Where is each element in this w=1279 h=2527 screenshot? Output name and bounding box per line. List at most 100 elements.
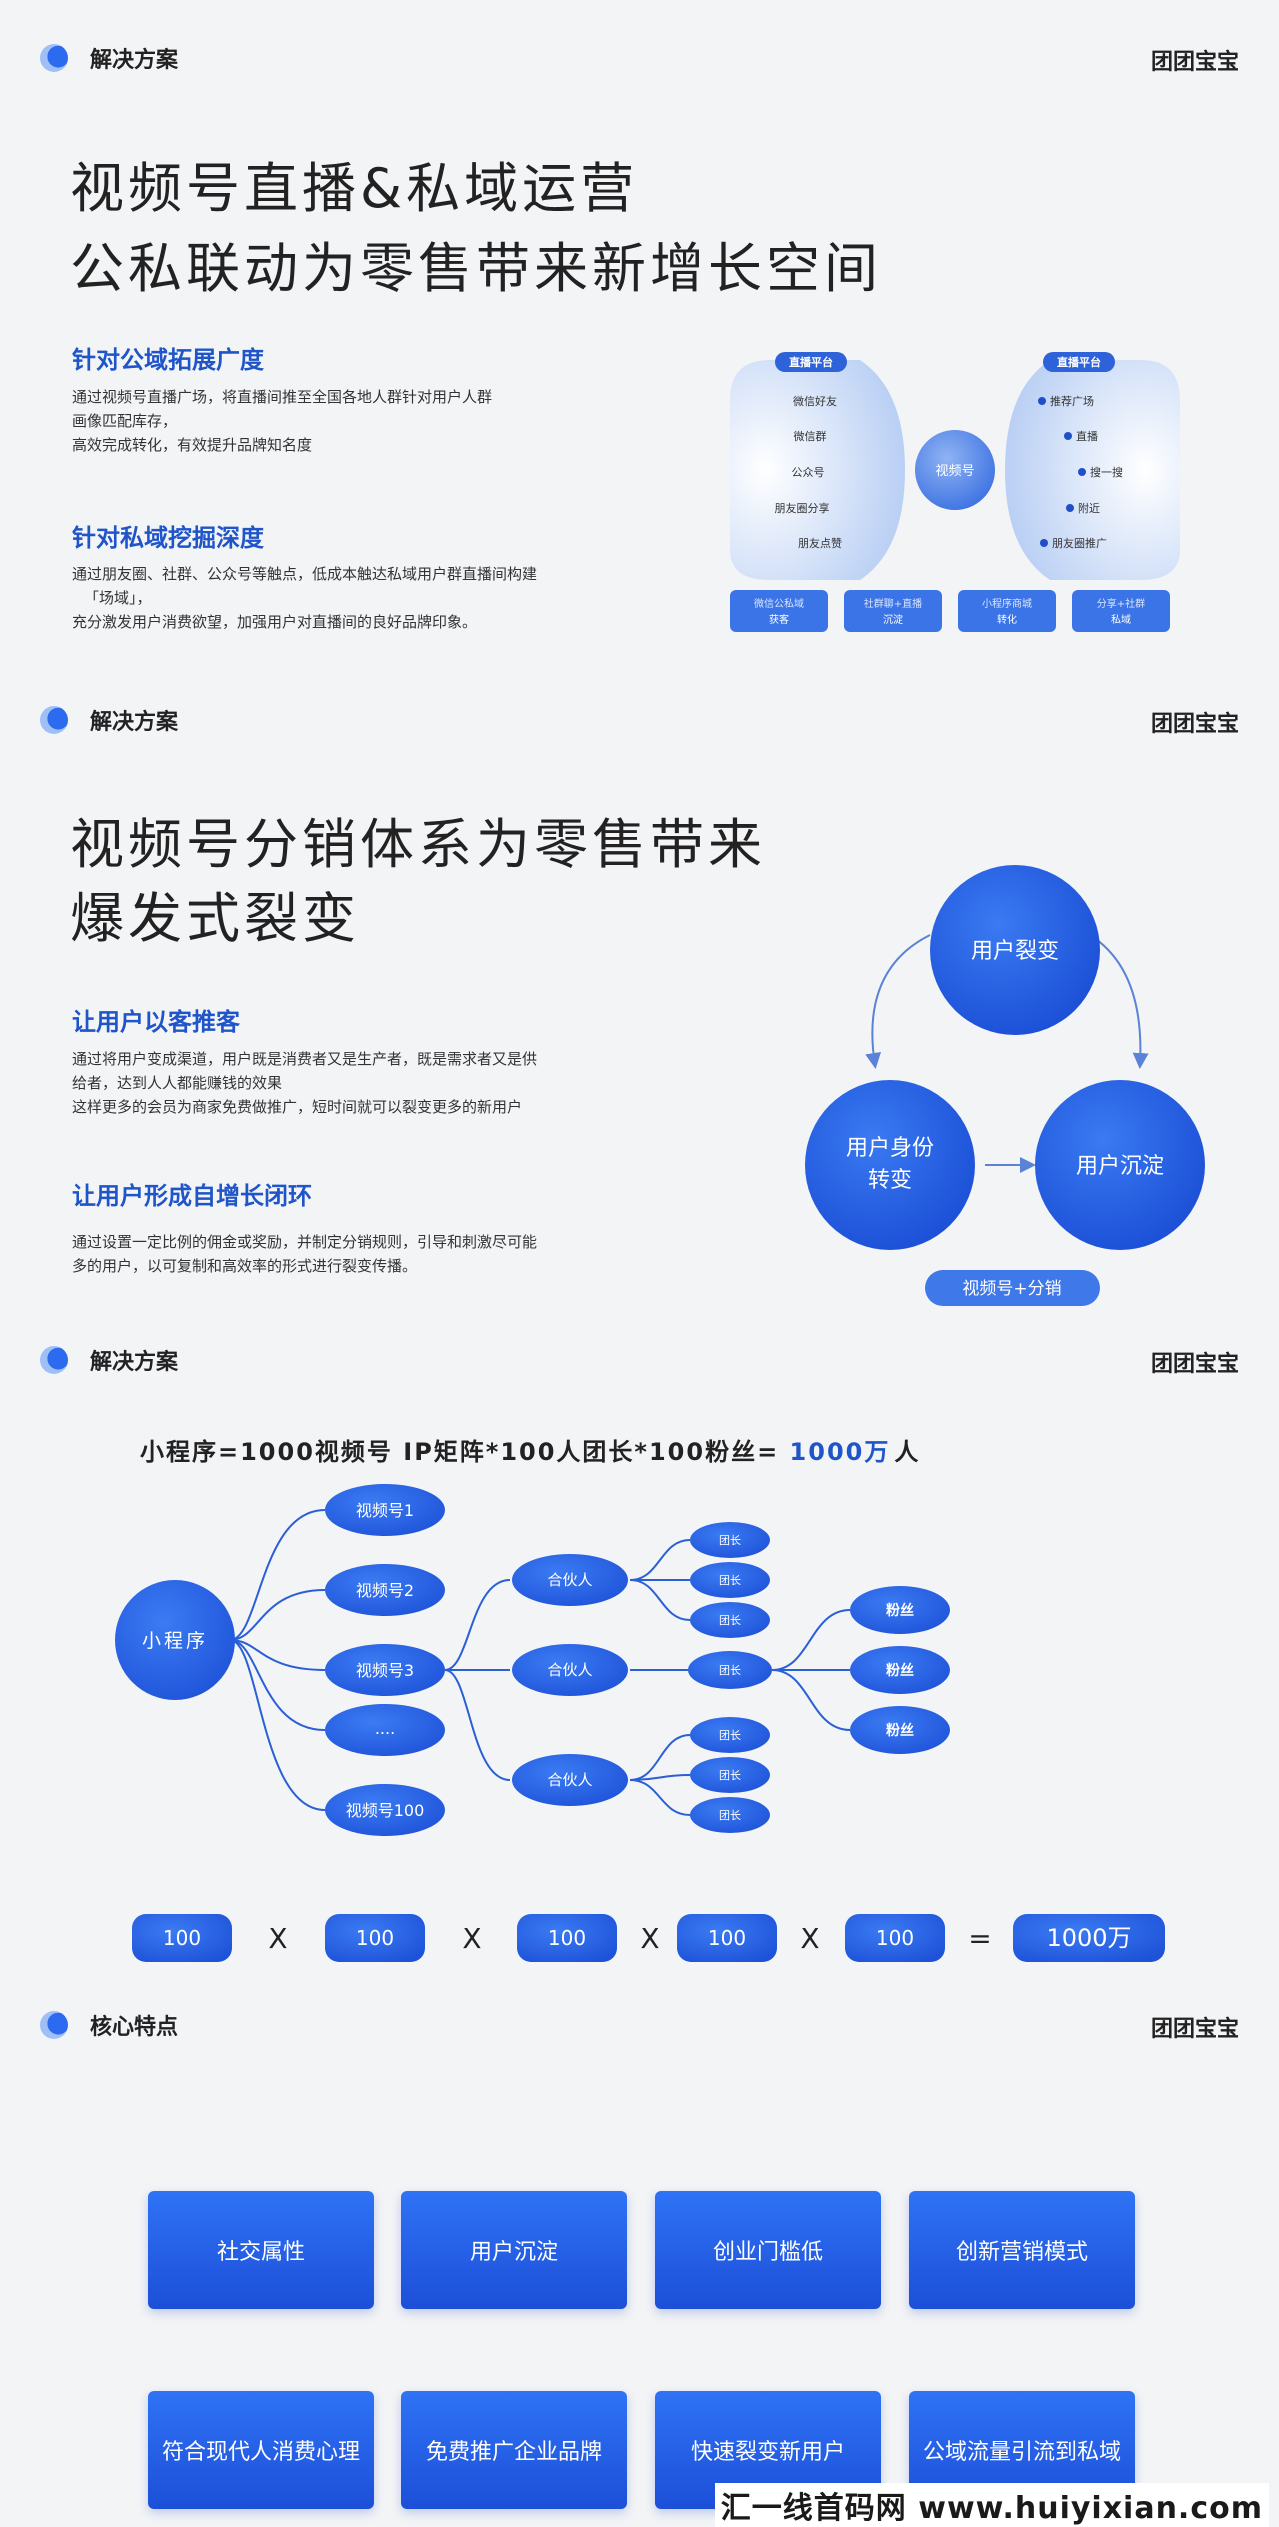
paragraph-line: 通过将用户变成渠道，用户既是消费者又是生产者，既是需求者又是供 [72,1050,538,1068]
times-sign: X [800,1922,819,1955]
svg-text:团长: 团长 [719,1664,741,1677]
svg-text:微信公私域: 微信公私域 [754,597,804,610]
equation-value: 100 [325,1914,425,1962]
svg-text:私域: 私域 [1111,613,1131,626]
paragraph-loop: 通过设置一定比例的佣金或奖励，并制定分销规则，引导和刺激尽可能 多的用户，以可复… [72,1230,537,1278]
right-tag-label: 直播平台 [1057,355,1101,369]
svg-text:社群聊+直播: 社群聊+直播 [864,597,922,610]
equation-value: 100 [677,1914,777,1962]
partner-node: 合伙人 [512,1554,628,1606]
pill-badge-label: 视频号+分销 [962,1279,1061,1299]
left-tag-label: 直播平台 [789,355,833,369]
bottom-box: 微信公私域 获客 [730,590,828,632]
section-matrix: 解决方案 团团宝宝 小程序=1000视频号 IP矩阵*100人团长*100粉丝=… [0,1340,1279,2000]
paragraph-line: 通过视频号直播广场，将直播间推至全国各地人群针对用户人群 [72,388,493,406]
section-core-features: 核心特点 团团宝宝 社交属性 用户沉淀 创业门槛低 创新营销模式 符合现代人消费… [0,2005,1279,2527]
headline-line-2: 爆发式裂变 [70,887,360,950]
center-node-label: 视频号 [935,464,974,479]
paragraph-line: 「场域」， [84,589,152,607]
brand-name: 团团宝宝 [1150,1352,1239,1377]
paragraph-line: 画像匹配库存， [72,412,178,430]
bullet-dot-icon [40,1346,68,1374]
svg-text:粉丝: 粉丝 [886,1722,914,1739]
left-item: 朋友圈分享 [775,501,830,515]
leader-node: 团长 [690,1562,770,1598]
paragraph-line: 通过设置一定比例的佣金或奖励，并制定分销规则，引导和刺激尽可能 [72,1233,538,1251]
feature-card: 符合现代人消费心理 [148,2391,374,2509]
svg-text:100: 100 [548,1926,586,1950]
left-item: 微信群 [794,429,827,443]
bottom-box: 分享+社群 私域 [1072,590,1170,632]
paragraph-line: 多的用户，以可复制和高效率的形式进行裂变传播。 [72,1257,418,1275]
svg-text:100: 100 [708,1926,746,1950]
right-lobe [1005,360,1180,580]
svg-text:合伙人: 合伙人 [547,1771,592,1789]
svg-text:....: .... [375,1719,395,1738]
brand-name: 团团宝宝 [1150,2017,1239,2042]
formula: 小程序=1000视频号 IP矩阵*100人团长*100粉丝= 1000万人 [140,1432,920,1467]
svg-text:粉丝: 粉丝 [886,1662,914,1679]
root-node-label: 小程序 [142,1630,208,1652]
leader-node: 团长 [690,1602,770,1638]
feature-card: 用户沉淀 [401,2191,627,2309]
svg-text:团长: 团长 [719,1729,741,1742]
svg-text:团长: 团长 [719,1769,741,1782]
section-header-title: 解决方案 [90,710,179,735]
node-retention-label: 用户沉淀 [1076,1154,1164,1179]
svg-text:粉丝: 粉丝 [886,1602,914,1619]
paragraph-public: 通过视频号直播广场，将直播间推至全国各地人群针对用户人群 画像匹配库存， 高效完… [72,385,492,457]
svg-text:分享+社群: 分享+社群 [1097,597,1145,610]
right-item: 搜一搜 [1090,465,1123,479]
equals-sign: = [968,1922,991,1955]
section-header: 核心特点 [40,2005,178,2045]
svg-text:转化: 转化 [997,613,1017,626]
svg-text:视频号1: 视频号1 [356,1501,414,1520]
right-tag [1043,352,1115,372]
times-sign: X [462,1922,481,1955]
node-identity [805,1080,975,1250]
svg-text:团长: 团长 [719,1534,741,1547]
paragraph-line: 高效完成转化，有效提升品牌知名度 [72,436,313,454]
node-identity-label: 转变 [868,1168,912,1193]
node-identity-label: 用户身份 [846,1136,934,1161]
paragraph-line: 通过朋友圈、社群、公众号等触点，低成本触达私域用户群直播间构建 [72,565,538,583]
fission-cycle-diagram: 用户裂变 用户身份 转变 用户沉淀 视频号+分销 [805,865,1205,1306]
left-item: 朋友点赞 [798,536,842,550]
headline-line-1: 视频号直播&私域运营 [70,157,639,220]
formula-suffix: 人 [894,1438,921,1466]
paragraph-referral: 通过将用户变成渠道，用户既是消费者又是生产者，既是需求者又是供 给者，达到人人都… [72,1047,537,1119]
node-fission-label: 用户裂变 [971,939,1059,964]
live-platform-diagram: 视频号 直播平台 直播平台 微信好友 微信群 公众号 朋友圈分享 朋友点赞 推荐… [730,352,1180,632]
bottom-box: 社群聊+直播 沉淀 [844,590,942,632]
section-distribution: 解决方案 团团宝宝 视频号分销体系为零售带来 爆发式裂变 让用户以客推客 通过将… [0,700,1279,1340]
svg-text:视频号3: 视频号3 [356,1661,414,1680]
times-sign: X [640,1922,659,1955]
channel-node: 视频号3 [325,1644,445,1696]
left-item: 微信好友 [793,394,837,408]
svg-text:小程序商城: 小程序商城 [982,597,1032,610]
right-item: 朋友圈推广 [1052,536,1107,550]
svg-text:沉淀: 沉淀 [883,613,903,626]
partner-node: 合伙人 [512,1644,628,1696]
section-live-private-domain: 解决方案 团团宝宝 视频号直播&私域运营 公私联动为零售带来新增长空间 针对公域… [0,0,1279,700]
svg-text:1000万: 1000万 [1046,1924,1131,1952]
paragraph-line: 充分激发用户消费欲望，加强用户对直播间的良好品牌印象。 [72,613,478,631]
bullet-dot-icon [40,44,68,72]
channel-node: 视频号100 [325,1784,445,1836]
times-sign: X [268,1922,287,1955]
pill-badge [925,1270,1100,1306]
bullet-dot-icon [40,2011,68,2039]
left-tag [775,352,847,372]
svg-text:100: 100 [356,1926,394,1950]
svg-text:100: 100 [163,1926,201,1950]
leader-node: 团长 [690,1522,770,1558]
brand-name: 团团宝宝 [1150,712,1239,737]
fan-node: 粉丝 [850,1586,950,1634]
equation-value: 100 [132,1914,232,1962]
right-item: 附近 [1078,501,1100,515]
channel-node: 视频号2 [325,1564,445,1616]
root-node [115,1580,235,1700]
svg-text:获客: 获客 [769,613,789,626]
formula-highlight: 1000万 [789,1438,891,1466]
svg-text:团长: 团长 [719,1574,741,1587]
